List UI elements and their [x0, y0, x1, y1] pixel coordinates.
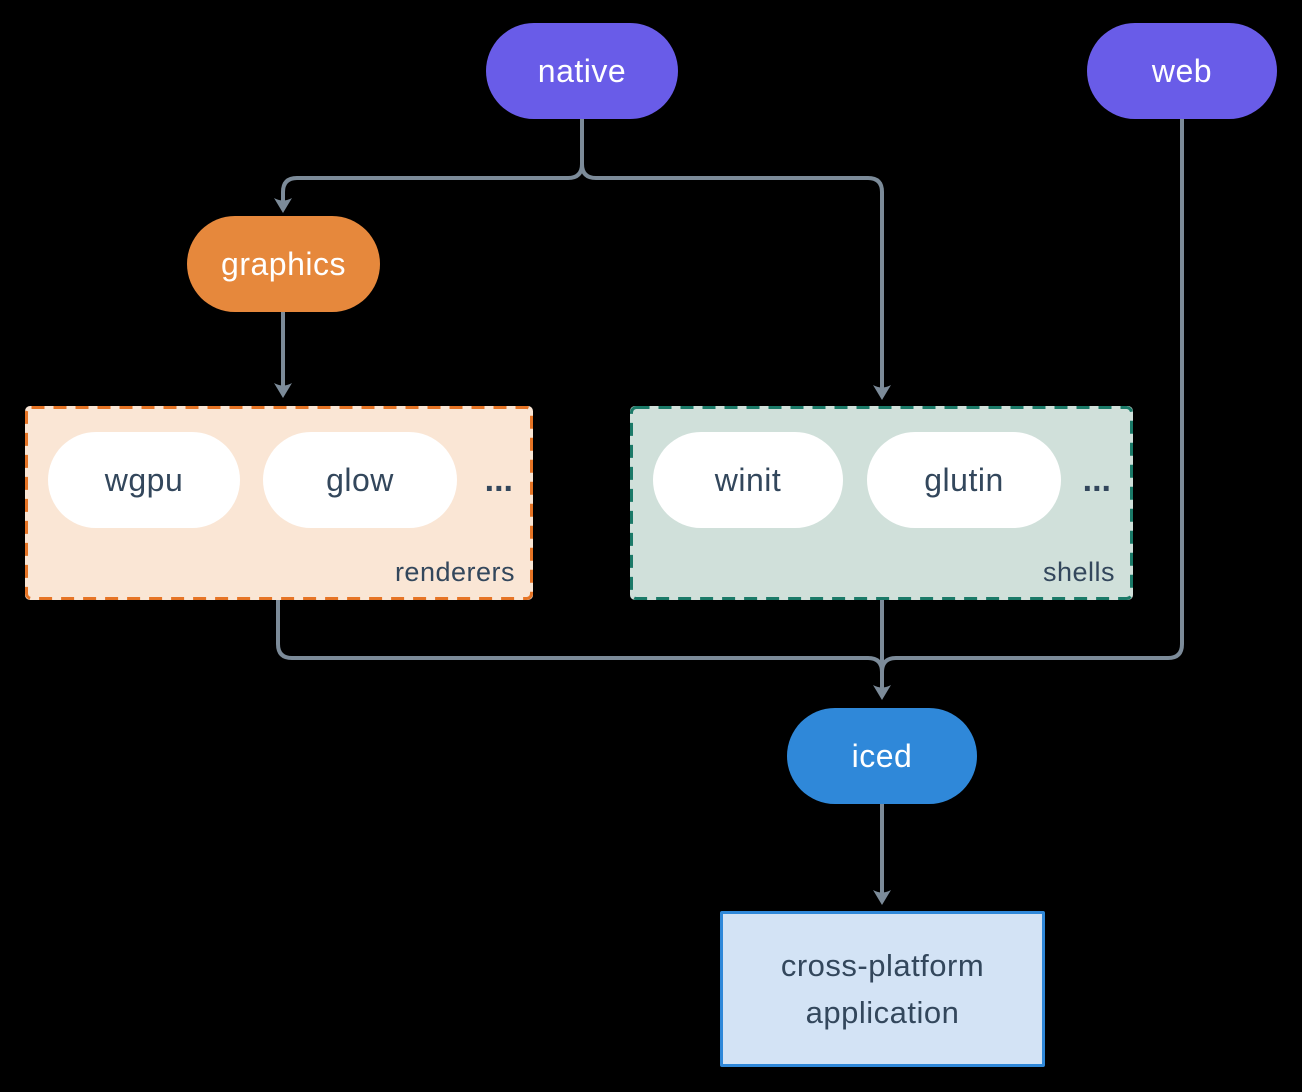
group-label-renderers: renderers	[394, 557, 515, 587]
arrowhead-into-shells	[873, 385, 891, 400]
node-graphics: graphics	[187, 216, 380, 312]
node-native-label: native	[537, 52, 627, 89]
node-wgpu: wgpu	[48, 432, 240, 528]
arrowhead-into-renderers	[274, 383, 292, 398]
node-native: native	[486, 23, 678, 119]
edge-native-graphics	[281, 118, 584, 203]
arrowhead-into-graphics	[274, 198, 292, 213]
node-web: web	[1087, 23, 1277, 119]
edge-renderers-iced	[276, 600, 884, 673]
node-glutin-label: glutin	[924, 461, 1004, 498]
arrowhead-into-application	[873, 890, 891, 905]
shells-ellipsis: ...	[1082, 460, 1111, 499]
node-web-label: web	[1151, 52, 1213, 89]
node-application: cross-platform application	[720, 911, 1045, 1067]
node-graphics-label: graphics	[221, 245, 346, 282]
group-renderers: wgpu glow ... renderers	[25, 406, 533, 600]
node-winit: winit	[653, 432, 843, 528]
arrowhead-into-iced	[873, 685, 891, 700]
node-glow: glow	[263, 432, 457, 528]
node-iced-label: iced	[851, 737, 913, 774]
group-label-shells: shells	[1042, 557, 1115, 587]
node-iced: iced	[787, 708, 977, 804]
node-glow-label: glow	[326, 461, 394, 498]
node-application-label: cross-platform application	[780, 948, 985, 1030]
edge-native-shells	[580, 118, 884, 390]
node-winit-label: winit	[714, 461, 782, 498]
group-shells: winit glutin ... shells	[630, 406, 1133, 600]
node-wgpu-label: wgpu	[104, 461, 184, 498]
renderers-ellipsis: ...	[484, 460, 513, 499]
node-glutin: glutin	[867, 432, 1061, 528]
